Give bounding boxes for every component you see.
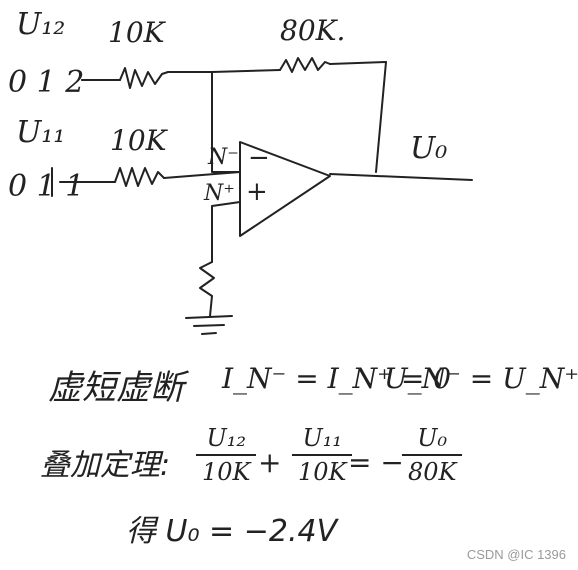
op-amp-triangle (239, 141, 331, 237)
fraction-rf-denominator: 80K (408, 458, 457, 486)
rf-resistor (279, 57, 331, 73)
output-wire (329, 173, 473, 181)
noninverting-node-label: N⁺ (203, 181, 235, 206)
fraction-bar (292, 454, 353, 456)
plus-operator: + (258, 446, 282, 479)
equals-minus-operator: = − (348, 446, 404, 479)
r2-resistor (114, 167, 165, 187)
superposition-label: 叠加定理: (40, 448, 171, 483)
input2-node-label: 0 1 2 (8, 65, 84, 100)
op-amp-minus-sign: − (248, 143, 270, 173)
fraction-u11-numerator: U₁₁ (302, 424, 342, 452)
feedback-top-wire-right (329, 61, 387, 65)
ground-symbol (185, 315, 233, 335)
inverting-node-label: N⁻ (207, 145, 239, 170)
op-amp-circuit-diagram: U₁₂ 0 1 2 U₁₁ 0 1 1 10K 80K. 10K N⁻ N⁺ −… (8, 7, 473, 335)
fraction-bar (402, 454, 463, 456)
fraction-u12-over-r1: U₁₂ 10K (196, 424, 257, 486)
fraction-u0-over-rf: U₀ 80K (402, 424, 463, 486)
r1-resistor (119, 67, 169, 89)
op-amp-plus-sign: + (246, 177, 268, 207)
fraction-u0-numerator: U₀ (417, 424, 448, 452)
noninverting-wire (211, 201, 241, 263)
input1-node-label: 0 1 1 (8, 169, 84, 204)
fraction-u12-numerator: U₁₂ (206, 424, 246, 452)
fraction-r1-denominator: 10K (202, 458, 251, 486)
r1-label: 10K (108, 16, 167, 49)
input1-voltage-label: U₁₁ (16, 115, 65, 150)
virtual-short-open-text: 虚短虚断 (48, 368, 184, 408)
input2-voltage-label: U₁₂ (16, 7, 65, 42)
fraction-u11-over-r2: U₁₁ 10K (292, 424, 353, 486)
feedback-right-wire (375, 61, 387, 173)
feedback-top-wire-left (211, 69, 281, 73)
fraction-r2-denominator: 10K (298, 458, 347, 486)
current-equation: I_N⁻ = I_N⁺ = 0 (222, 362, 452, 395)
rf-label: 80K. (280, 14, 345, 47)
fraction-bar (196, 454, 257, 456)
ground-resistor (199, 261, 215, 317)
csdn-watermark: CSDN @IC 1396 (466, 547, 566, 562)
voltage-equation: U_N⁻ = U_N⁺ = 0 (384, 362, 578, 395)
result-equation: 得 U₀ = −2.4V (126, 514, 338, 549)
input1-to-node-wire (163, 171, 241, 179)
output-label: U₀ (410, 131, 447, 166)
r2-label: 10K (110, 124, 169, 157)
